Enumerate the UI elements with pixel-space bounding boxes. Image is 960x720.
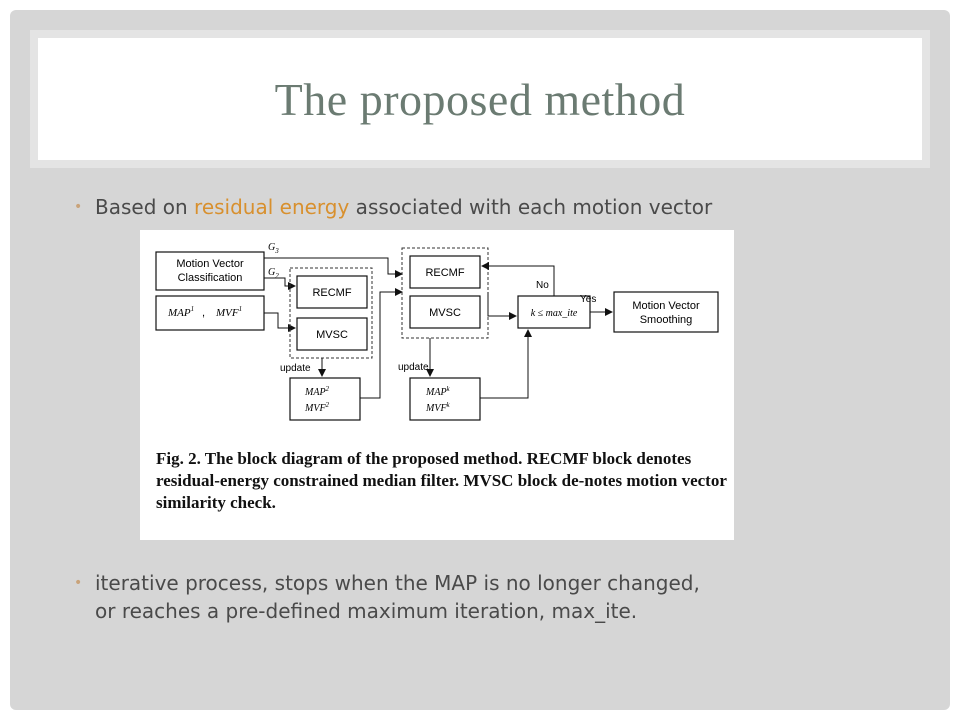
svg-text:MAP2: MAP2	[304, 385, 330, 398]
decision-label: k ≤ max_ite	[531, 308, 578, 319]
bullet-1-post: associated with each motion vector	[349, 195, 713, 219]
motion-vector-classification-block: Motion Vector Classification	[155, 251, 265, 291]
yes-label: Yes	[580, 294, 596, 305]
mvc-label-1: Motion Vector	[176, 258, 244, 270]
svg-text:,: ,	[202, 307, 205, 319]
update-label-2: update	[398, 362, 429, 373]
mvf2-label: MVF	[304, 403, 326, 414]
block-diagram: Motion Vector Classification MAP1 , MVF1…	[155, 242, 719, 421]
slide-title: The proposed method	[274, 73, 686, 125]
map1-mvf1-block: MAP1 , MVF1	[155, 295, 265, 331]
stage1-dashed-group	[289, 267, 373, 359]
mvs-label-2: Smoothing	[640, 314, 693, 326]
bullet-dot-icon: •	[74, 199, 83, 215]
map2-sup: 2	[326, 385, 330, 393]
recmf-label-2: RECMF	[425, 267, 464, 279]
svg-text:MVF1: MVF1	[215, 305, 242, 319]
mvf1-label: MVF	[215, 307, 239, 319]
mapk-mvfk-block: MAPk MVFk	[409, 377, 481, 421]
block-diagram-figure: Motion Vector Classification MAP1 , MVF1…	[140, 230, 734, 540]
svg-text:MVFk: MVFk	[425, 401, 451, 414]
map2-feedback-arrow	[360, 288, 403, 399]
mvs-label-1: Motion Vector	[632, 300, 700, 312]
decision-block: k ≤ max_ite	[517, 295, 591, 329]
bullet-1: • Based on residual energy associated wi…	[74, 193, 712, 221]
bullet-dot-icon: •	[74, 575, 83, 591]
recmf-block-1: RECMF	[296, 275, 368, 309]
mvsc-block-2: MVSC	[409, 295, 481, 329]
mvsc-label-2: MVSC	[429, 307, 461, 319]
map2-label: MAP	[304, 387, 326, 398]
to-decision-arrow	[487, 292, 517, 320]
svg-text:G3: G3	[268, 242, 279, 255]
no-label: No	[536, 280, 549, 291]
bullet-2: • iterative process, stops when the MAP …	[74, 569, 700, 625]
mapk-to-decision-arrow	[480, 329, 532, 399]
svg-text:G2: G2	[268, 267, 279, 280]
mvfk-label: MVF	[425, 403, 447, 414]
g3-arrow	[264, 257, 403, 278]
motion-vector-smoothing-block: Motion Vector Smoothing	[613, 291, 719, 333]
mvsc-block-1: MVSC	[296, 317, 368, 351]
bullet-2-line-2: or reaches a pre-defined maximum iterati…	[95, 599, 638, 623]
bullet-1-highlight: residual energy	[194, 195, 350, 219]
map1-label: MAP	[167, 307, 191, 319]
map1-sup: 1	[191, 305, 195, 313]
g2-label: G	[268, 267, 275, 278]
svg-text:MVF2: MVF2	[304, 401, 330, 414]
title-box: The proposed method	[30, 30, 930, 168]
mvfk-sup: k	[447, 401, 451, 409]
bullet-1-pre: Based on	[95, 195, 195, 219]
no-loop-arrow	[481, 262, 555, 296]
recmf-block-2: RECMF	[409, 255, 481, 289]
mvc-label-2: Classification	[178, 272, 243, 284]
mvf2-sup: 2	[326, 401, 330, 409]
mapk-sup: k	[447, 385, 451, 393]
g2-sub: 2	[275, 272, 279, 280]
svg-text:MAP1: MAP1	[167, 305, 194, 319]
figure-caption: Fig. 2. The block diagram of the propose…	[156, 449, 727, 512]
map2-mvf2-block: MAP2 MVF2	[289, 377, 361, 421]
update-label-1: update	[280, 363, 311, 374]
map1-arrow	[264, 312, 296, 332]
mvf1-sup: 1	[239, 305, 243, 313]
g3-sub: 3	[274, 247, 279, 255]
mvsc-label-1: MVSC	[316, 329, 348, 341]
g3-label: G	[268, 242, 275, 253]
svg-text:MAPk: MAPk	[425, 385, 451, 398]
mapk-label: MAP	[425, 387, 447, 398]
bullet-2-line-1: iterative process, stops when the MAP is…	[95, 571, 700, 595]
recmf-label-1: RECMF	[312, 287, 351, 299]
